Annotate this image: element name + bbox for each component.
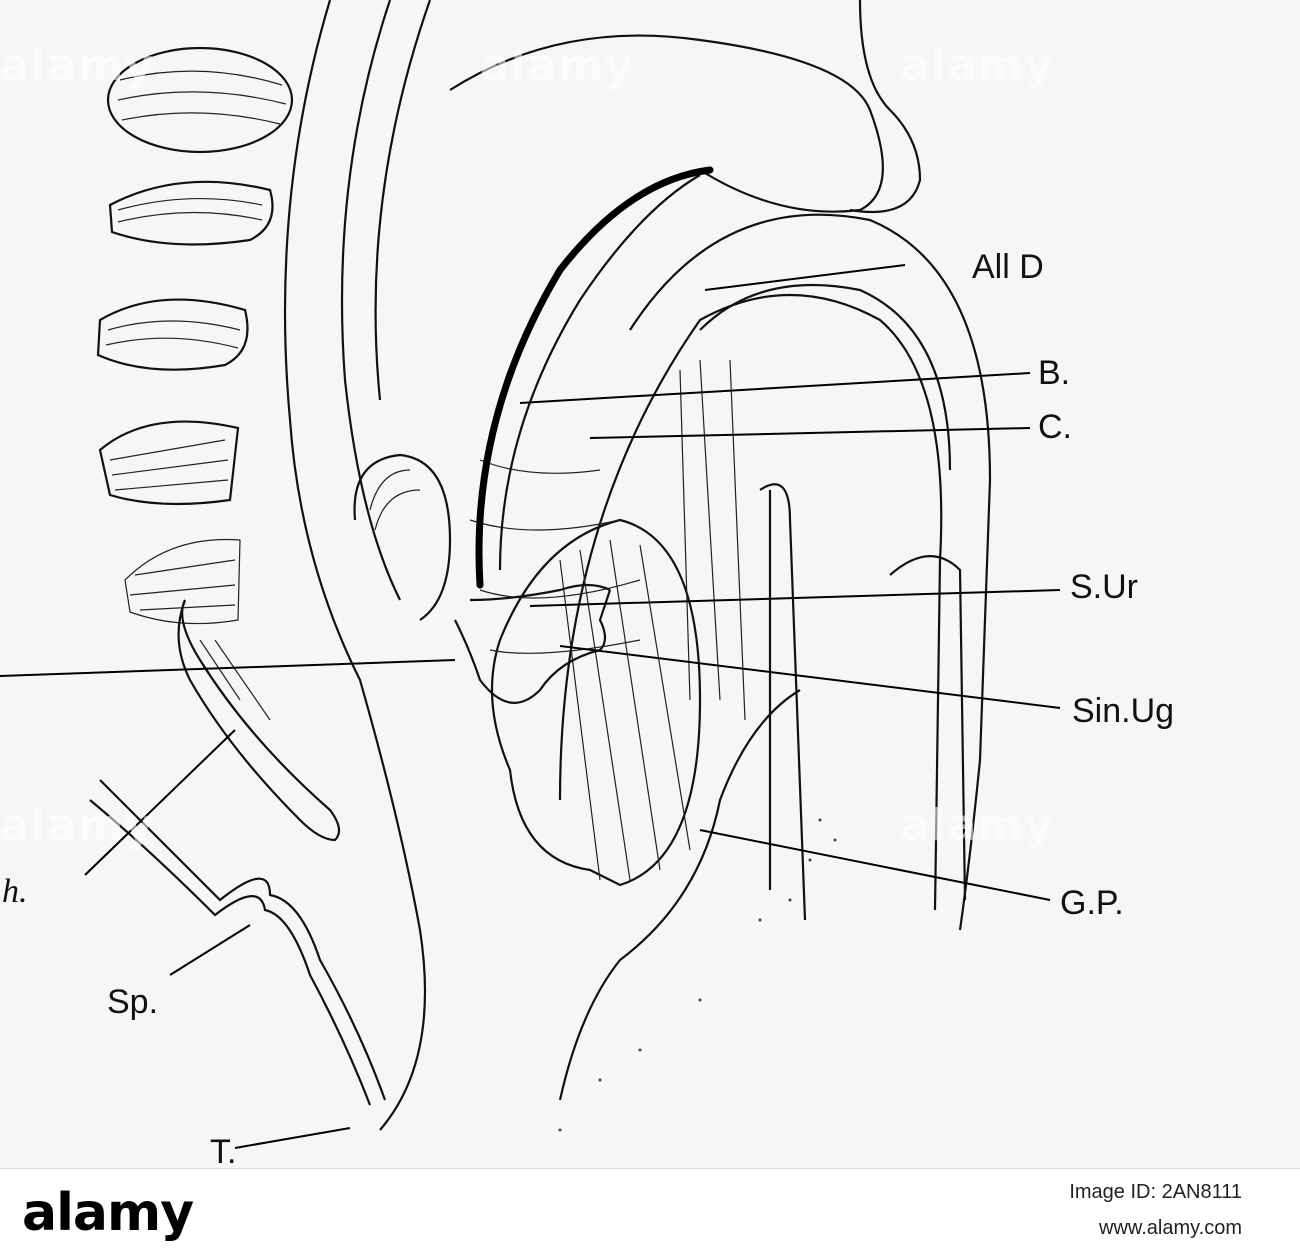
watermark: alamy <box>900 800 1054 851</box>
label-sp: Sp. <box>107 983 159 1021</box>
watermark: alamy <box>0 40 154 91</box>
leader-sin-ug <box>559 645 1061 709</box>
label-all-d: All D <box>972 248 1044 286</box>
leader-g-p <box>699 829 1051 901</box>
vertebra-2 <box>108 180 274 246</box>
stipple-dots <box>558 818 837 1132</box>
vertebra-5 <box>124 538 241 625</box>
label-sin-ug: Sin.Ug <box>1072 692 1175 730</box>
label-s-ur: S.Ur <box>1070 568 1138 606</box>
leader-b <box>519 372 1031 404</box>
vertebra-1 <box>106 46 294 154</box>
label-c: C. <box>1038 408 1072 446</box>
footer-bar: alamy Image ID: 2AN8111 www.alamy.com <box>0 1168 1300 1257</box>
leader-s-ur <box>529 589 1061 607</box>
label-g-p: G.P. <box>1060 884 1124 922</box>
label-h: h. <box>2 873 28 910</box>
watermark: alamy <box>900 40 1054 91</box>
figure-drawing <box>0 0 1061 1149</box>
leader-all-d <box>704 264 906 291</box>
brand-logo[interactable]: alamy <box>22 1183 194 1243</box>
vertebra-4 <box>98 420 240 506</box>
label-b: B. <box>1038 354 1071 392</box>
watermark: alamy <box>0 800 154 851</box>
leader-t <box>234 1127 351 1149</box>
leader-sp <box>169 924 251 976</box>
image-id-text: Image ID: 2AN8111 <box>1069 1181 1242 1203</box>
label-t: T. <box>210 1133 237 1168</box>
anatomical-illustration: alamy alamy alamy alamy alamy All D B. C… <box>0 0 1175 1168</box>
vertebra-3 <box>96 298 249 371</box>
leader-left <box>0 659 456 677</box>
site-url-link[interactable]: www.alamy.com <box>1099 1217 1242 1239</box>
watermark: alamy <box>480 40 634 91</box>
leader-c <box>589 427 1031 439</box>
leader-h <box>84 729 236 876</box>
